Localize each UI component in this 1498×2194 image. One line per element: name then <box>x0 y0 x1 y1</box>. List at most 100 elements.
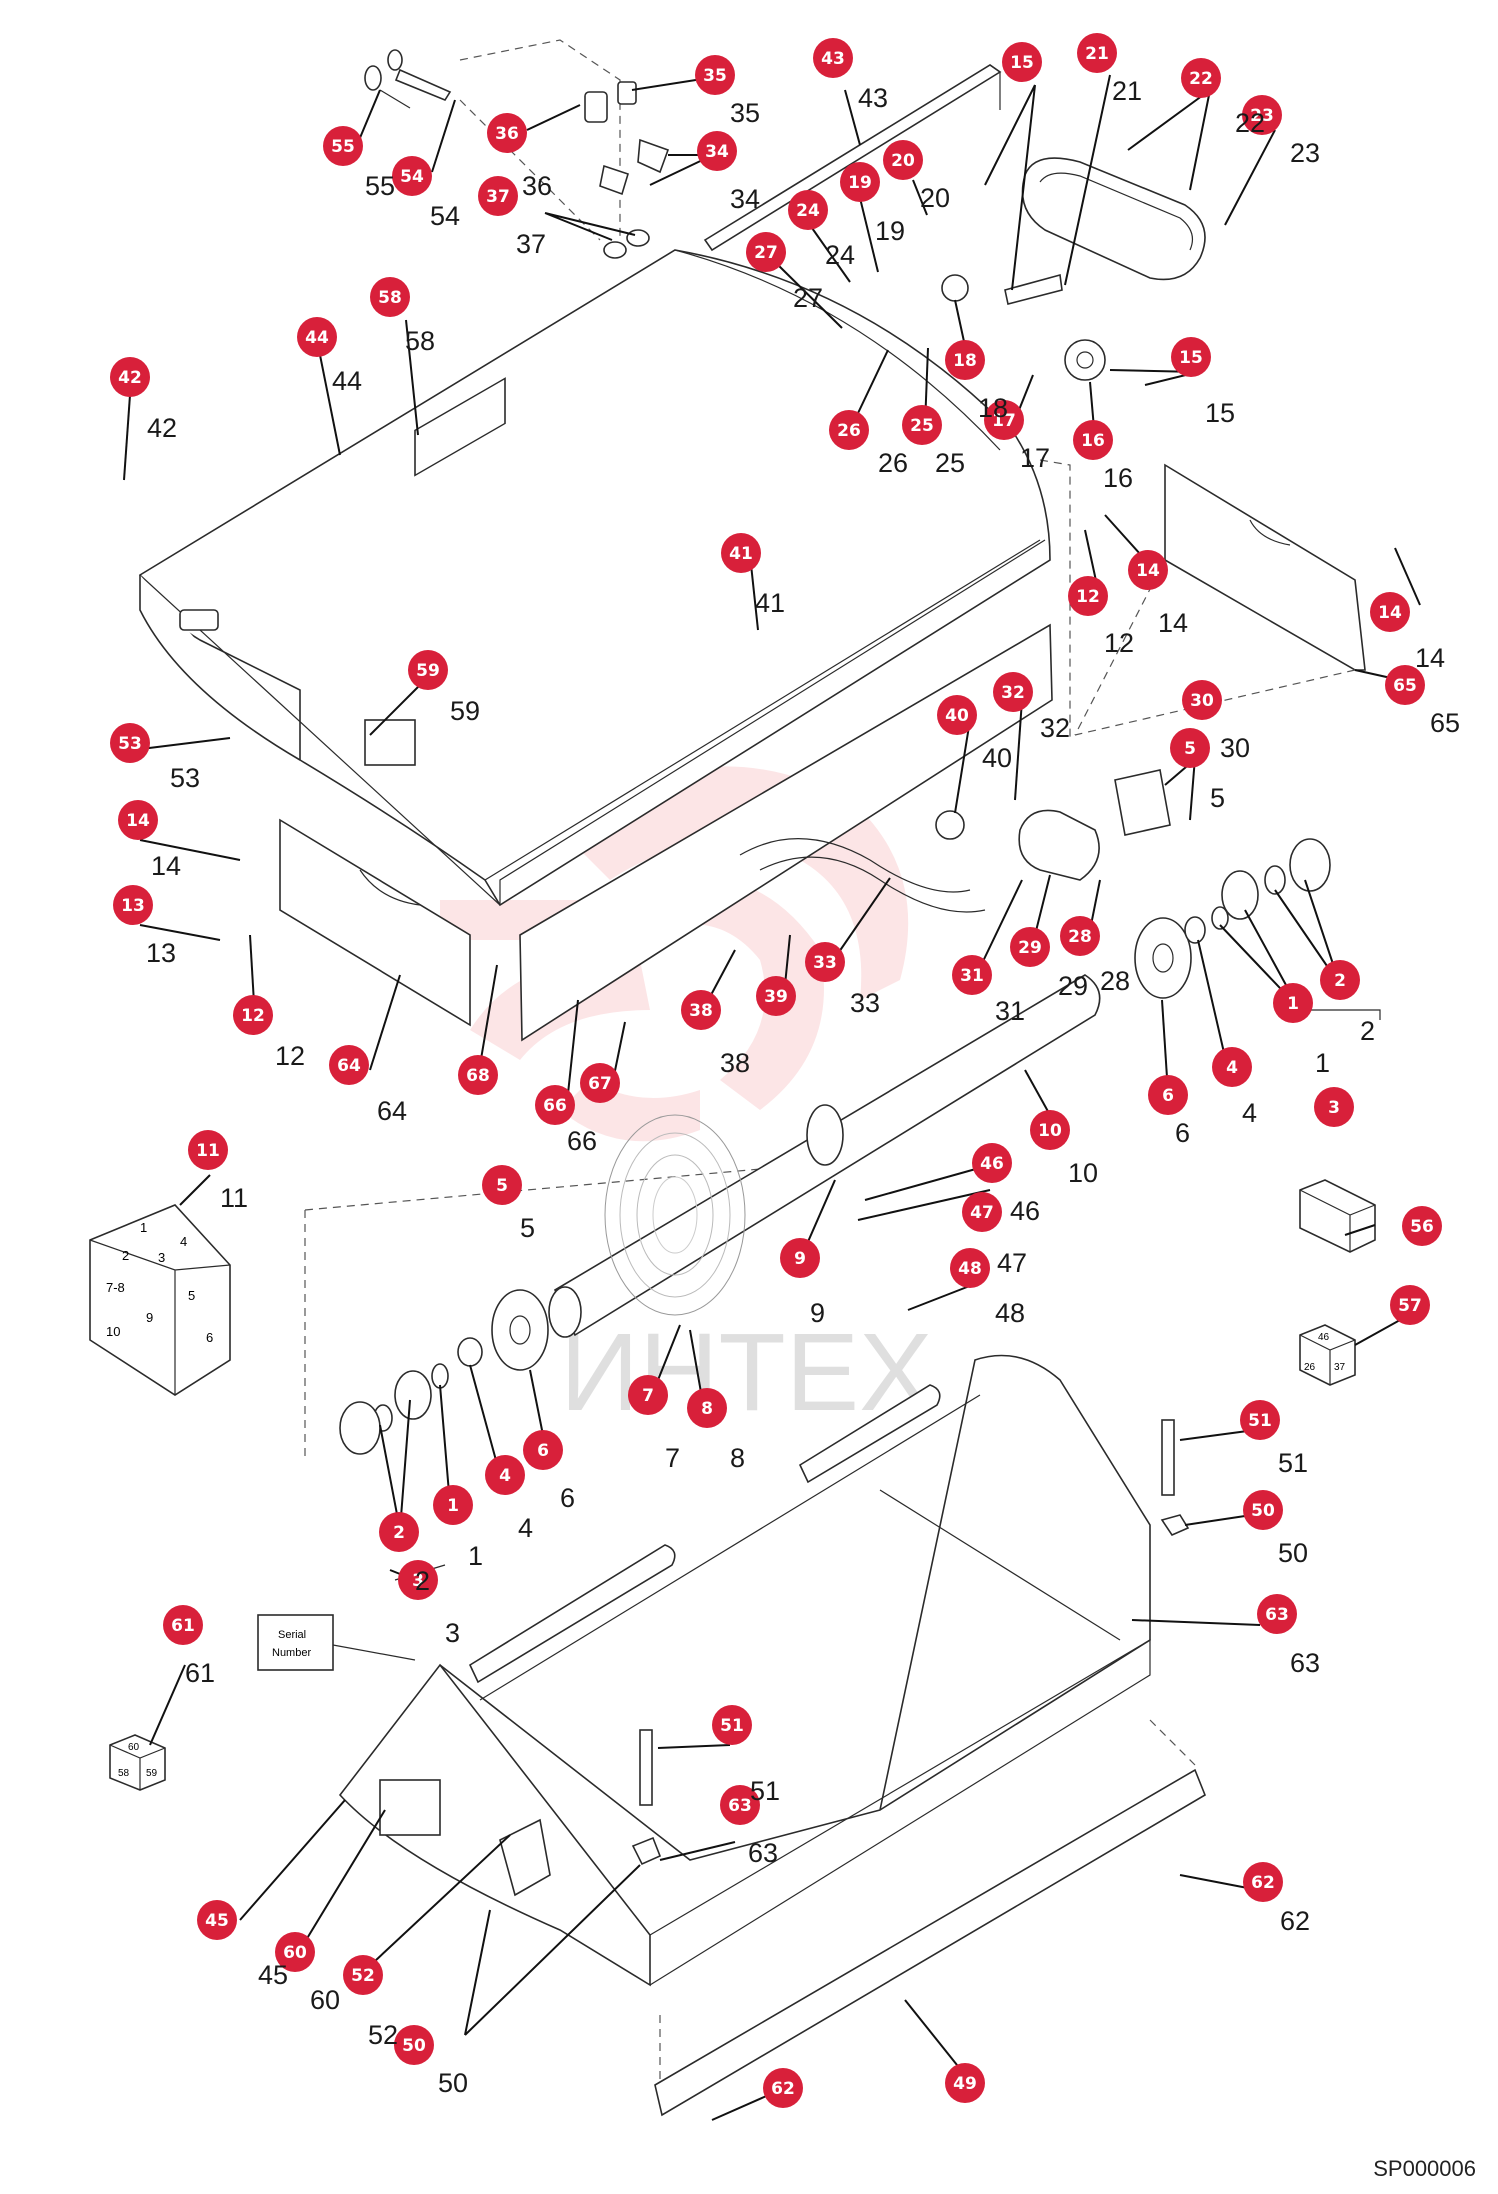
callout-14a: 14 <box>1128 550 1168 590</box>
pin-55 <box>364 65 382 91</box>
callout-27: 27 <box>746 232 786 272</box>
callout-badge <box>478 176 518 216</box>
box11-cell-9: 9 <box>146 1310 153 1325</box>
callout-badge <box>712 1705 752 1745</box>
fitting-36 <box>584 91 608 123</box>
part-label-63a: 63 <box>1290 1648 1320 1678</box>
box61-cell-60: 60 <box>128 1742 140 1753</box>
rail-tube-a <box>468 1544 676 1684</box>
callout-badge <box>118 800 158 840</box>
callout-number: 48 <box>958 1259 982 1279</box>
o-ring-37b <box>626 229 650 247</box>
box11-cell-4: 4 <box>180 1234 187 1249</box>
callout-number: 14 <box>126 811 150 831</box>
callout-number: 58 <box>378 288 402 308</box>
callout-number: 68 <box>466 1066 490 1086</box>
label-58 <box>414 377 506 477</box>
part-label-25: 25 <box>935 448 965 478</box>
callout-24: 24 <box>788 190 828 230</box>
callout-badge <box>1243 1862 1283 1902</box>
callout-25: 25 <box>902 405 942 445</box>
part-label-33: 33 <box>850 988 880 1018</box>
callout-2b: 2 <box>379 1512 419 1552</box>
callout-badge <box>275 1932 315 1972</box>
part-label-64: 64 <box>377 1096 407 1126</box>
callout-10: 10 <box>1030 1110 1070 1150</box>
flange-2a <box>1221 870 1259 920</box>
part-label-5b: 5 <box>520 1213 535 1243</box>
callout-59: 59 <box>408 650 448 690</box>
callout-number: 14 <box>1378 603 1402 623</box>
part-label-4b: 4 <box>518 1513 533 1543</box>
part-label-41: 41 <box>755 588 785 618</box>
callout-number: 30 <box>1190 691 1214 711</box>
callout-64: 64 <box>329 1045 369 1085</box>
part-label-16: 16 <box>1103 463 1133 493</box>
callout-badge <box>1402 1206 1442 1246</box>
callout-50b: 50 <box>394 2025 434 2065</box>
part-label-26: 26 <box>878 448 908 478</box>
callout-12b: 12 <box>233 995 273 1035</box>
callout-badge <box>433 1485 473 1525</box>
callout-number: 60 <box>283 1943 307 1963</box>
part-label-2b: 2 <box>415 1566 430 1596</box>
callout-badge <box>681 990 721 1030</box>
part-label-1a: 1 <box>1315 1048 1330 1078</box>
callout-badge <box>962 1192 1002 1232</box>
callout-badge <box>188 1130 228 1170</box>
part-label-27: 27 <box>793 283 823 313</box>
part-label-59: 59 <box>450 696 480 726</box>
part-label-61: 61 <box>185 1658 215 1688</box>
callout-number: 32 <box>1001 683 1025 703</box>
fitting-34b <box>599 164 629 196</box>
callout-6b: 6 <box>523 1430 563 1470</box>
callout-21: 21 <box>1077 33 1117 73</box>
belt-23 <box>1021 157 1206 281</box>
callout-badge <box>746 232 786 272</box>
callout-32: 32 <box>993 672 1033 712</box>
callout-badge <box>780 1238 820 1278</box>
callout-28: 28 <box>1060 916 1100 956</box>
callout-badge <box>392 156 432 196</box>
nut-4b <box>457 1337 483 1367</box>
box57-cell-46: 46 <box>1318 1332 1330 1343</box>
callout-badge <box>993 672 1033 712</box>
callout-number: 9 <box>794 1249 806 1269</box>
callout-badge <box>1314 1087 1354 1127</box>
callout-number: 67 <box>588 1074 612 1094</box>
callout-number: 20 <box>891 151 915 171</box>
part-label-6a: 6 <box>1175 1118 1190 1148</box>
part-label-54: 54 <box>430 201 460 231</box>
callout-4a: 4 <box>1212 1047 1252 1087</box>
callout-17: 17 <box>984 400 1024 440</box>
part-label-51b: 51 <box>750 1776 780 1806</box>
callout-number: 14 <box>1136 561 1160 581</box>
callout-number: 25 <box>910 416 934 436</box>
callout-number: 54 <box>400 167 424 187</box>
callout-15a: 15 <box>1002 42 1042 82</box>
callout-badge <box>695 55 735 95</box>
part-label-14c: 14 <box>151 851 181 881</box>
part-label-36: 36 <box>522 171 552 201</box>
bristle-disk-7 <box>604 1114 746 1316</box>
callout-55: 55 <box>323 126 363 166</box>
box61-cell-58: 58 <box>118 1768 130 1779</box>
hood-housing-44 <box>139 249 1051 907</box>
callout-62b: 62 <box>763 2068 803 2108</box>
callout-number: 2 <box>1334 971 1346 991</box>
hopper-45 <box>338 1354 1151 1987</box>
callout-badge <box>458 1055 498 1095</box>
callout-number: 41 <box>729 544 753 564</box>
callout-number: 22 <box>1189 69 1213 89</box>
shaft-43 <box>703 64 1002 252</box>
callout-57: 57 <box>1390 1285 1430 1325</box>
callout-51b: 51 <box>712 1705 752 1745</box>
part-label-2a: 2 <box>1360 1016 1375 1046</box>
hydraulic-fittings-group <box>364 39 670 259</box>
callout-number: 12 <box>1076 587 1100 607</box>
callout-29: 29 <box>1010 927 1050 967</box>
callout-badge <box>485 1455 525 1495</box>
callout-62a: 62 <box>1243 1862 1283 1902</box>
kit-box-56 <box>1299 1179 1376 1253</box>
